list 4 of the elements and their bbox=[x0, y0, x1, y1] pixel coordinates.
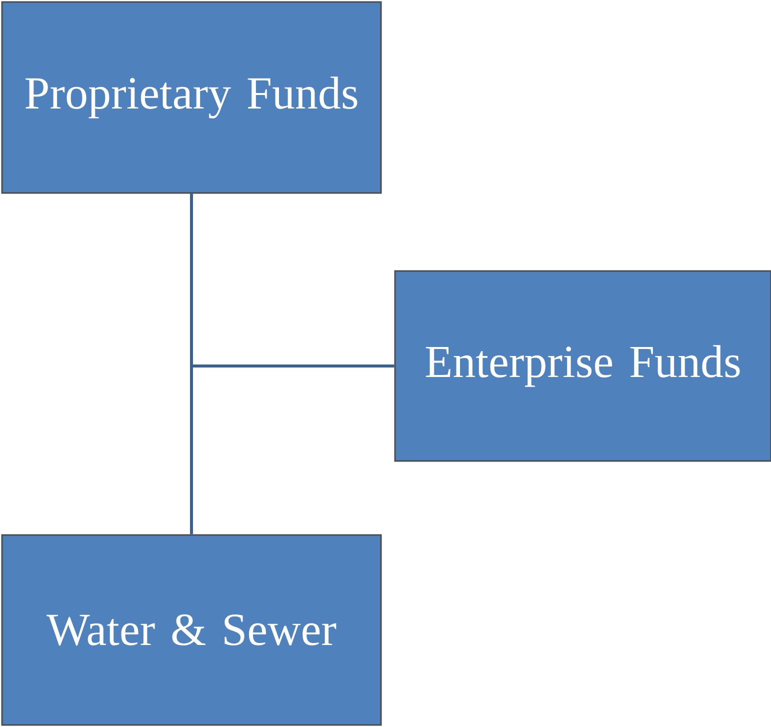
process-box: Enterprise Funds bbox=[394, 270, 771, 462]
connector-line bbox=[190, 194, 193, 534]
process-box: Water & Sewer bbox=[1, 534, 382, 726]
process-box: Proprietary Funds bbox=[1, 1, 382, 194]
